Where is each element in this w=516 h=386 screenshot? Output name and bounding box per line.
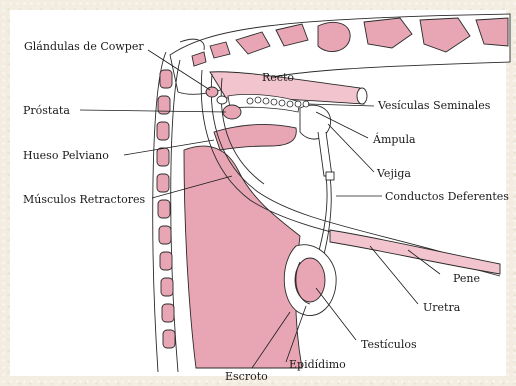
label-pene: Pene	[453, 272, 480, 285]
pelvic-bone	[214, 125, 296, 150]
label-recto: Recto	[262, 71, 294, 84]
label-cowper: Glándulas de Cowper	[24, 40, 144, 53]
penis	[330, 230, 500, 274]
label-uretra: Uretra	[423, 301, 461, 314]
label-musculos: Músculos Retractores	[23, 193, 146, 206]
label-vejiga: Vejiga	[376, 167, 411, 180]
leader-vejiga	[328, 124, 374, 172]
label-testiculos: Testículos	[361, 338, 417, 351]
bladder	[300, 105, 332, 176]
label-epididimo: Epidídimo	[289, 358, 346, 371]
leader-testiculos	[316, 288, 356, 340]
label-escroto: Escroto	[225, 370, 268, 383]
label-conductos: Conductos Deferentes	[385, 190, 509, 203]
scrotum	[284, 245, 336, 316]
label-vesiculas: Vesículas Seminales	[377, 99, 491, 112]
label-ampula: Ámpula	[372, 132, 416, 146]
leader-prostata	[80, 110, 226, 112]
label-hueso: Hueso Pelviano	[23, 149, 109, 162]
label-prostata: Próstata	[23, 104, 70, 117]
tail-vertebrae	[153, 52, 180, 372]
